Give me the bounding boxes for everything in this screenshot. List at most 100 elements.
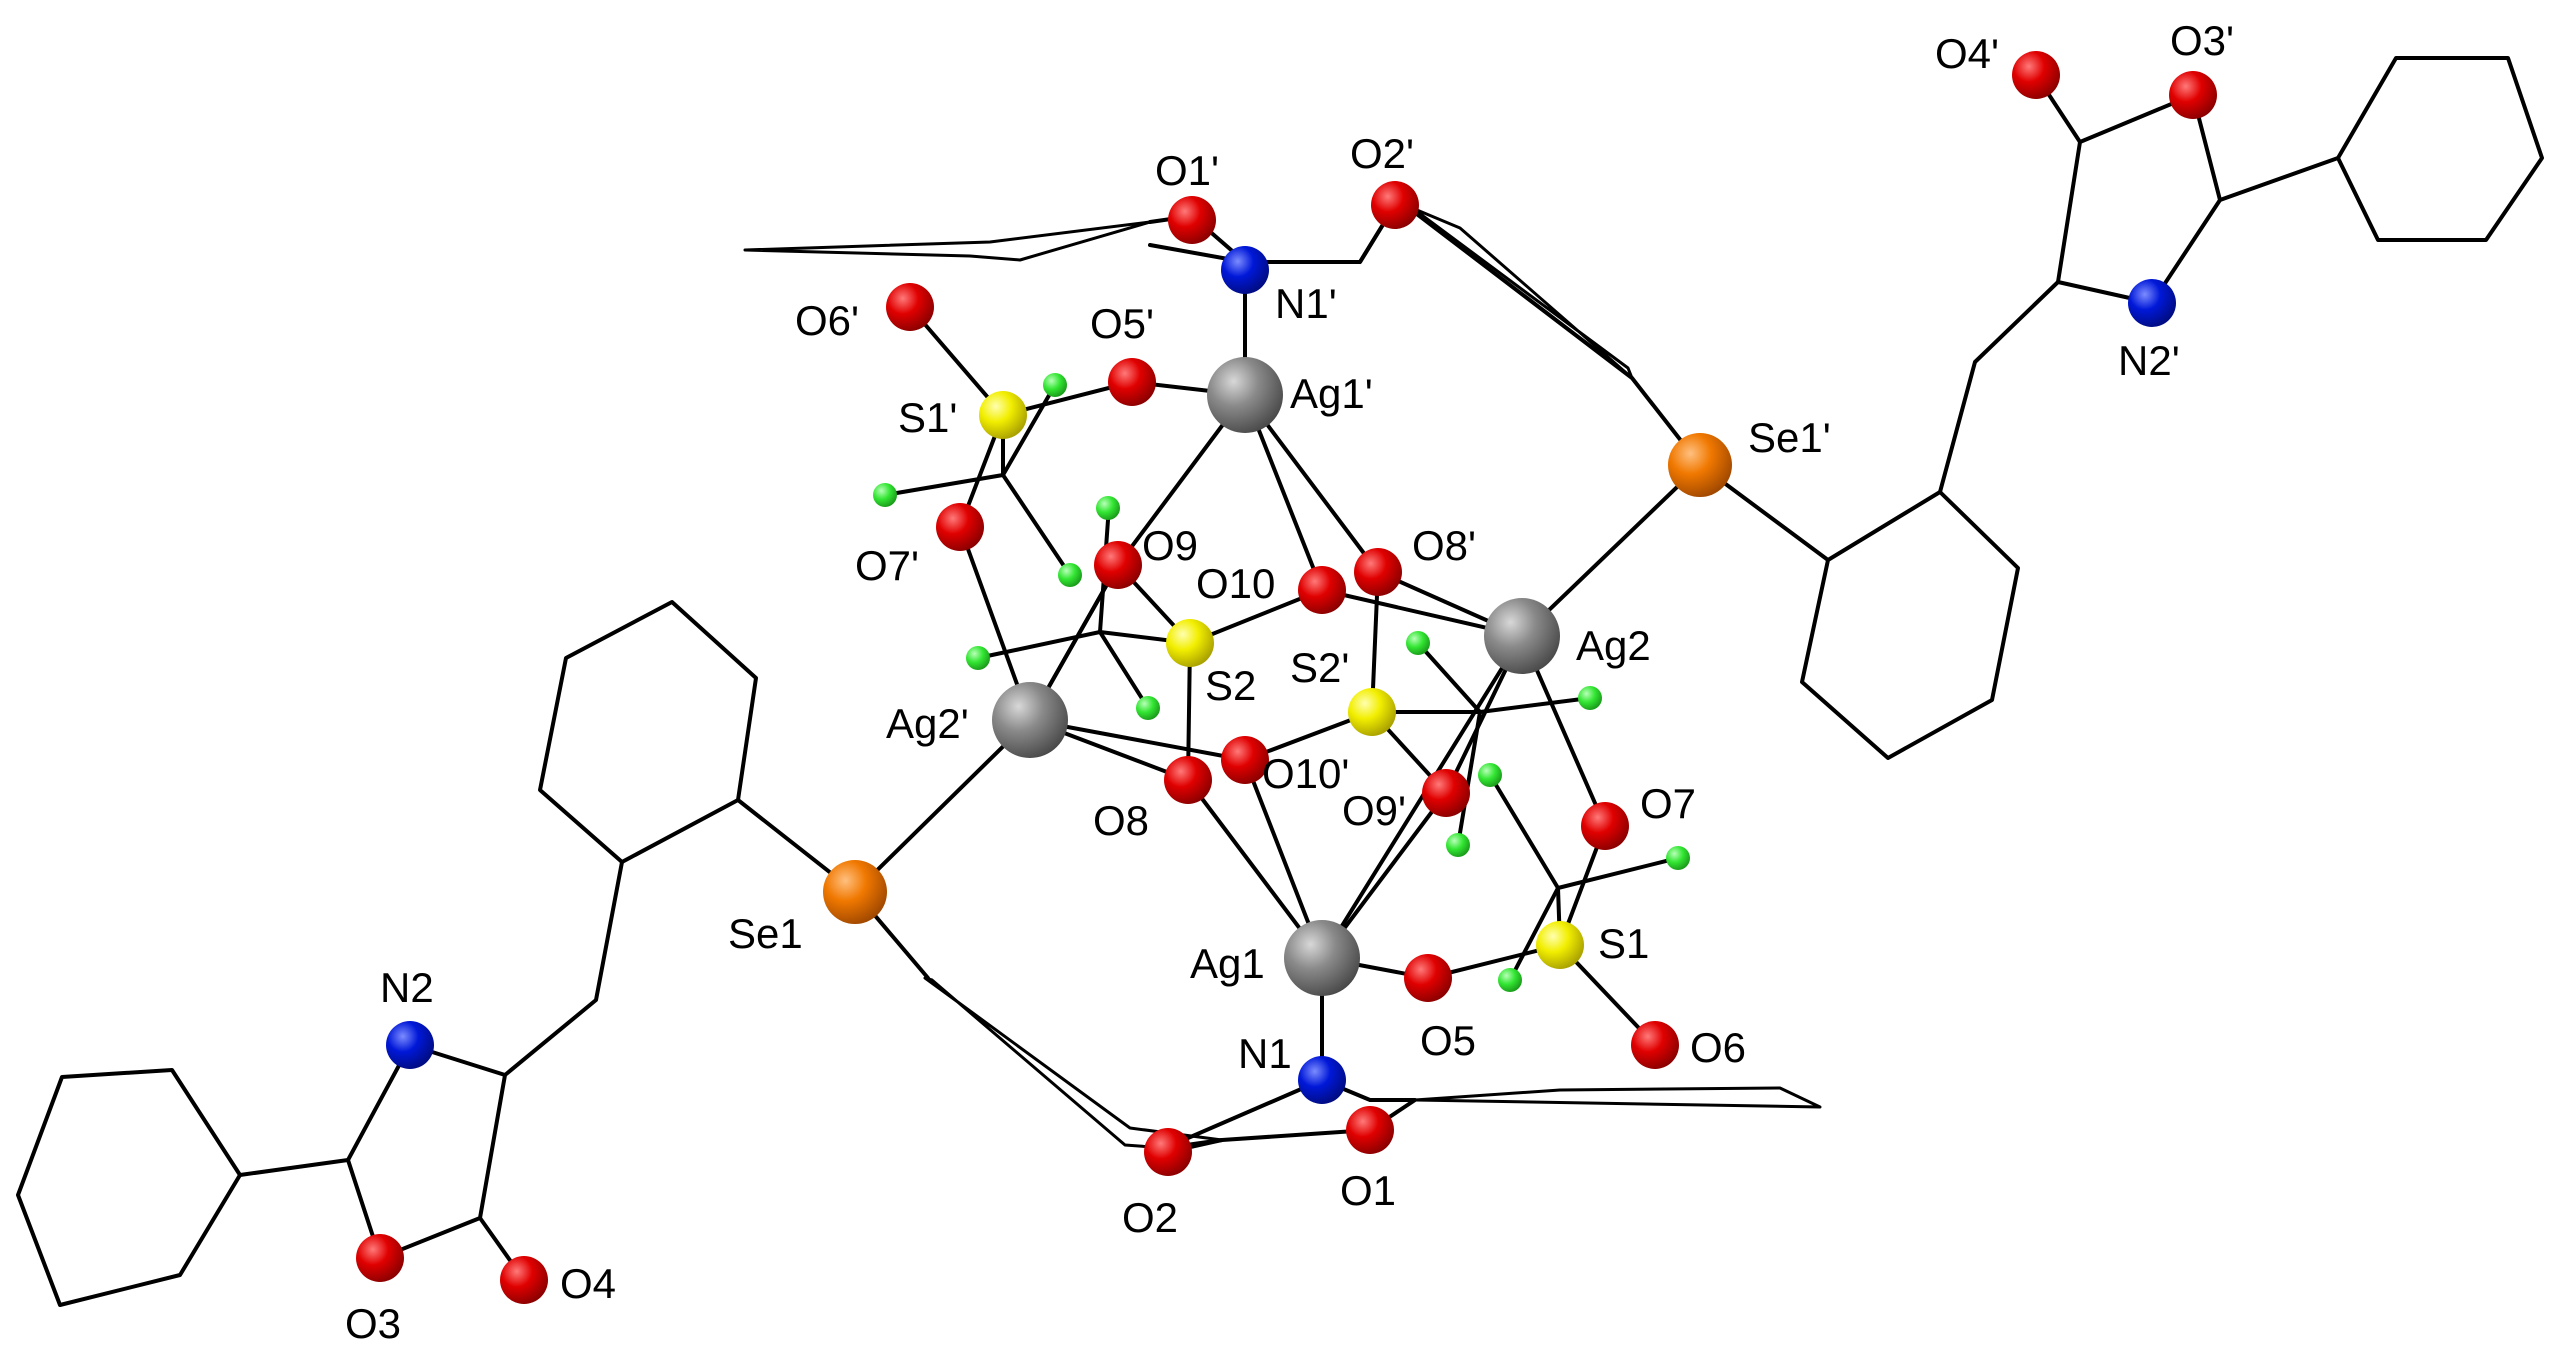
atom-ag2: [1484, 598, 1560, 674]
hydrogen-atom: [1058, 563, 1082, 587]
bond-network: [16, 56, 2544, 1307]
hydrogen-atom: [966, 646, 990, 670]
label-n1p: N1': [1275, 280, 1337, 327]
bond-ch3-h-s1: [1488, 773, 1560, 982]
bond-se1p-ag2: [1520, 463, 1702, 638]
bond-ag2p-se1: [853, 718, 1032, 894]
atom-o4p: [2012, 51, 2060, 99]
label-o2p: O2': [1350, 130, 1414, 177]
bond-ch3-h-s1p: [1001, 383, 1072, 577]
hydrogen-atom: [873, 483, 897, 507]
atom-o3p: [2169, 71, 2217, 119]
atom-n2: [386, 1021, 434, 1069]
hydrogen-atom: [1478, 763, 1502, 787]
label-o8p: O8': [1412, 522, 1476, 569]
atom-o7p: [936, 503, 984, 551]
atom-s2: [1166, 619, 1214, 667]
hydrogen-atom: [1578, 686, 1602, 710]
phenyl-ring-top: [1404, 203, 1634, 380]
atom-o6p: [886, 283, 934, 331]
label-o9: O9: [1142, 522, 1198, 569]
label-o10p: O10': [1262, 750, 1349, 797]
label-ag2: Ag2: [1576, 622, 1651, 669]
hydrogen-atom: [1666, 846, 1690, 870]
atom-ag1: [1284, 920, 1360, 996]
hydrogen-atom: [1043, 373, 1067, 397]
atom-o5p: [1108, 358, 1156, 406]
atom-ag2p: [992, 682, 1068, 758]
bond-s2-ch3: [976, 630, 1192, 660]
bond-ch2-upper-right: [1938, 280, 2060, 494]
atom-o9: [1094, 541, 1142, 589]
hydrogen-atoms: [873, 373, 1690, 992]
atom-n2p: [2128, 279, 2176, 327]
label-o5p: O5': [1090, 300, 1154, 347]
label-o5: O5: [1420, 1017, 1476, 1064]
label-se1: Se1: [728, 910, 803, 957]
bond-ch2-lower-left: [503, 860, 624, 1077]
label-n2: N2: [380, 964, 434, 1011]
cyclohexyl-ring-right: [1800, 490, 2020, 760]
atom-o6: [1631, 1021, 1679, 1069]
atom-o2: [1144, 1128, 1192, 1176]
cyclohexyl-ring-upper-right: [2336, 56, 2544, 242]
hydrogen-atom: [1498, 968, 1522, 992]
label-o10: O10: [1196, 560, 1275, 607]
label-o3p: O3': [2170, 17, 2234, 64]
atom-labels: Ag1' Ag2 Ag2' Ag1 Se1' Se1 S1' S2 S2' S1…: [345, 17, 2234, 1347]
phenyl-ring-bottom: [923, 976, 1223, 1150]
hydrogen-atom: [1136, 696, 1160, 720]
atom-o8p: [1354, 548, 1402, 596]
label-se1p: Se1': [1748, 414, 1831, 461]
label-o4p: O4': [1935, 30, 1999, 77]
bond-ring-to-cyclohexyl-lower-left: [238, 1158, 350, 1177]
atom-o2p: [1371, 181, 1419, 229]
atom-ag1p: [1207, 357, 1283, 433]
label-o1: O1: [1340, 1167, 1396, 1214]
atom-o1p: [1168, 196, 1216, 244]
cyclohexyl-ring-lower-left: [16, 1068, 242, 1307]
label-o3: O3: [345, 1300, 401, 1347]
hydrogen-atom: [1096, 496, 1120, 520]
label-ag1p: Ag1': [1290, 370, 1373, 417]
label-ag2p: Ag2': [886, 700, 969, 747]
bond-ring-to-cyclohexyl-upper-right: [2218, 156, 2340, 202]
atom-o7: [1581, 802, 1629, 850]
label-o7p: O7': [855, 542, 919, 589]
atom-o8: [1164, 756, 1212, 804]
oxazolidine-ring-lower-left: [346, 1043, 507, 1260]
atom-o9p: [1422, 769, 1470, 817]
atom-n1p: [1221, 246, 1269, 294]
atom-o10: [1298, 566, 1346, 614]
bond-ag2-ag1: [1320, 634, 1524, 960]
oxazolidine-ring-upper-right: [2056, 93, 2222, 305]
aryl-arm-bottom-right: [1413, 1086, 1822, 1109]
atom-n1: [1298, 1056, 1346, 1104]
label-o4: O4: [560, 1260, 616, 1307]
aryl-arm-top-left: [743, 220, 1152, 262]
cyclohexyl-ring-left: [538, 600, 758, 864]
label-s1p: S1': [898, 394, 957, 441]
label-o6: O6: [1690, 1024, 1746, 1071]
atom-o4: [500, 1256, 548, 1304]
label-o6p: O6': [795, 297, 859, 344]
atom-s1: [1536, 921, 1584, 969]
atom-o3: [356, 1234, 404, 1282]
label-o1p: O1': [1155, 147, 1219, 194]
label-s2: S2: [1205, 662, 1256, 709]
label-s1: S1: [1598, 920, 1649, 967]
atom-s2p: [1348, 688, 1396, 736]
heavy-atoms: [356, 51, 2217, 1304]
label-n1: N1: [1238, 1030, 1292, 1077]
atom-o5: [1404, 954, 1452, 1002]
atom-o10p: [1221, 736, 1269, 784]
bond-ch3-h-s2p: [1416, 641, 1482, 847]
label-ag1: Ag1: [1190, 940, 1265, 987]
label-s2p: S2': [1290, 644, 1349, 691]
label-o9p: O9': [1342, 787, 1406, 834]
bond-se1p-phenyl-top: [1403, 203, 1702, 467]
label-o7: O7: [1640, 780, 1696, 827]
atom-o1: [1346, 1106, 1394, 1154]
hydrogen-atom: [1446, 833, 1470, 857]
